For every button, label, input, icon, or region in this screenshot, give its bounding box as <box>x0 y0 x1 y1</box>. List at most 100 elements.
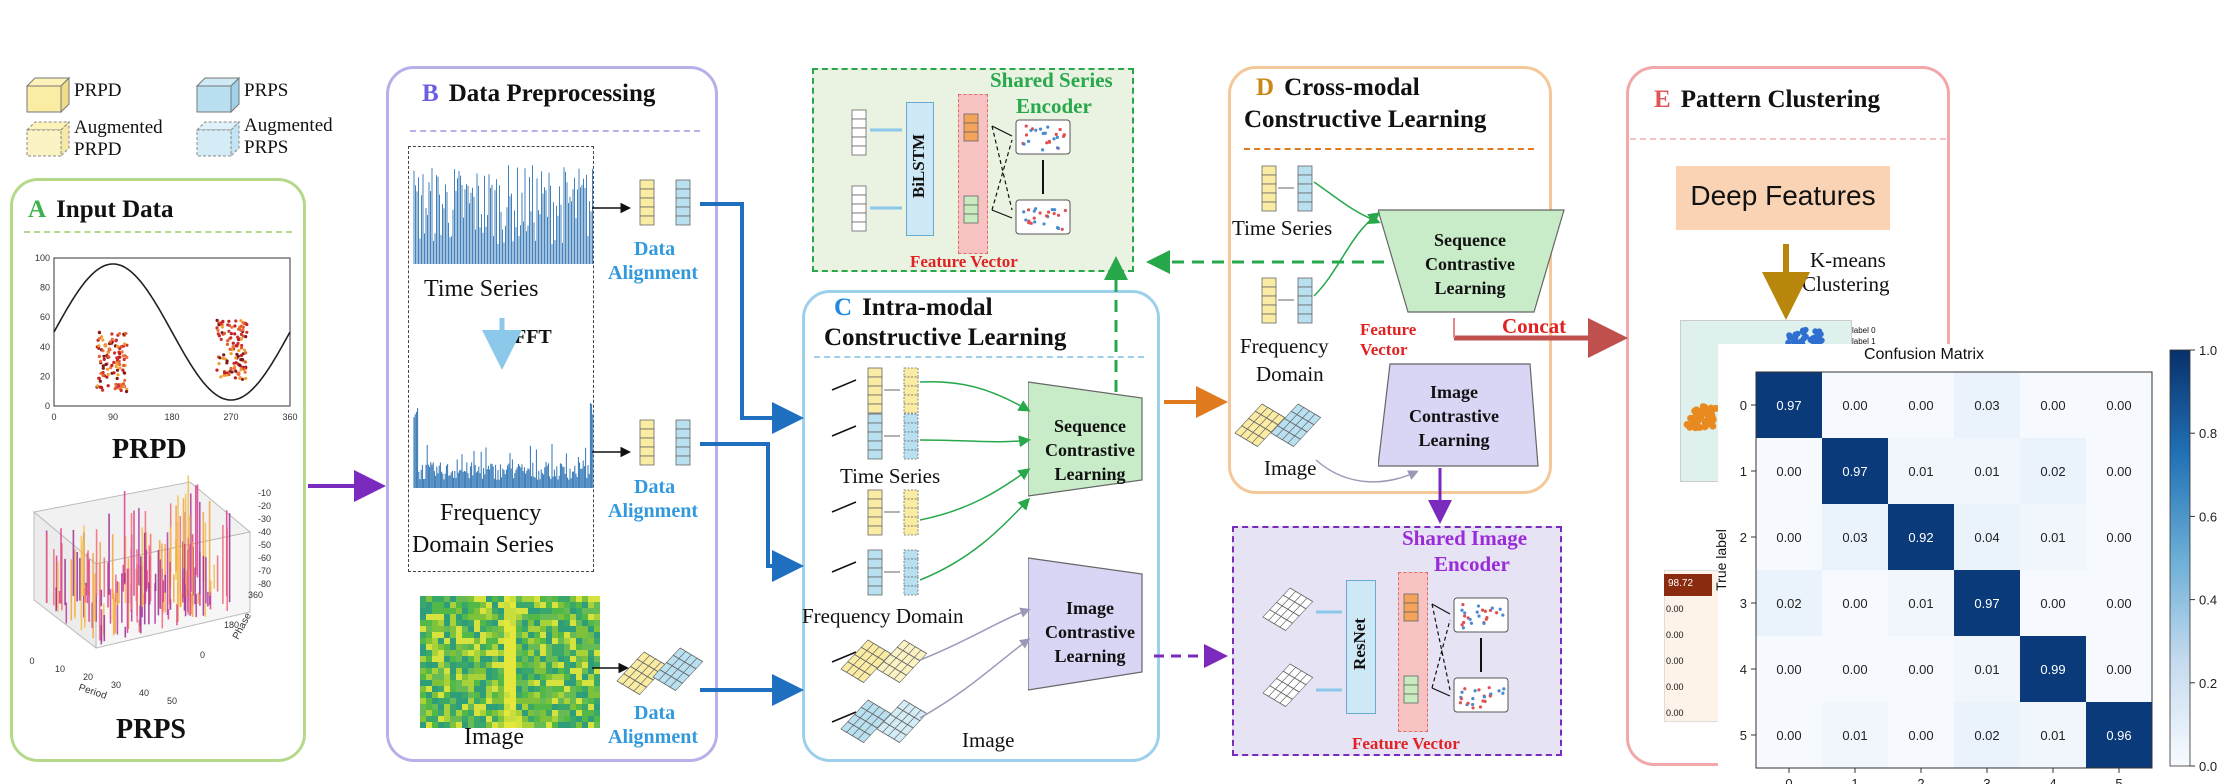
spectrogram-cell <box>468 638 474 644</box>
spectrogram-cell <box>420 722 426 728</box>
spectrogram-cell <box>546 644 552 650</box>
align-3-line1: Data <box>634 702 676 724</box>
spectrogram-cell <box>570 644 576 650</box>
spectrogram-cell <box>438 698 444 704</box>
prpd-dot <box>116 344 120 348</box>
prpd-dot <box>115 376 119 381</box>
spectrogram-cell <box>558 692 564 698</box>
prps-z-tick: -20 <box>258 501 271 511</box>
prpd-dot <box>243 348 247 352</box>
spectrogram-cell <box>576 596 582 602</box>
spectrogram-cell <box>438 668 444 674</box>
spectrogram-cell <box>432 626 438 632</box>
spectrogram-cell <box>450 620 456 626</box>
panel-c-img-box <box>1028 557 1143 691</box>
cm-x-tick: 2 <box>1917 776 1924 784</box>
cm-cell <box>1822 372 1888 438</box>
cluster-dot-blue <box>1793 339 1800 346</box>
spectrogram-cell <box>504 662 510 668</box>
spectrogram-cell <box>498 710 504 716</box>
spectrogram-cell <box>432 680 438 686</box>
spectrogram-cell <box>576 620 582 626</box>
spectrogram-cell <box>450 662 456 668</box>
spectrogram-cell <box>582 698 588 704</box>
spectrogram-cell <box>528 698 534 704</box>
spectrogram-cell <box>588 674 594 680</box>
spectrogram-cell <box>576 632 582 638</box>
spectrogram-cell <box>564 596 570 602</box>
prpd-x-tick: 360 <box>282 412 297 422</box>
bilstm-block <box>906 102 934 236</box>
spectrogram-cell <box>474 680 480 686</box>
spectrogram-cell <box>420 602 426 608</box>
panel-c-image: Image <box>962 728 1015 752</box>
prpd-dot <box>234 369 238 373</box>
panel-c-img-3: Learning <box>1054 646 1126 666</box>
spectrogram-cell <box>456 632 462 638</box>
spectrogram-cell <box>474 632 480 638</box>
prps-z-tick: -60 <box>258 553 271 563</box>
prpd-x-tick: 270 <box>223 412 238 422</box>
spectrogram-cell <box>516 632 522 638</box>
spectrogram-cell <box>432 638 438 644</box>
prpd-dot <box>239 324 243 328</box>
spectrogram-cell <box>480 632 486 638</box>
prpd-dot <box>106 351 110 355</box>
spectrogram-cell <box>468 596 474 602</box>
spectrogram-cell <box>534 722 540 728</box>
spectrogram-cell <box>426 614 432 620</box>
spectrogram-cell <box>516 686 522 692</box>
spectrogram-cell <box>540 668 546 674</box>
spectrogram-cell <box>504 614 510 620</box>
spectrogram-cell <box>486 632 492 638</box>
cm-cell <box>1888 570 1954 636</box>
spectrogram-cell <box>492 722 498 728</box>
prpd-dot <box>222 353 226 357</box>
spectrogram-cell <box>474 602 480 608</box>
colorbar-tick: 0.0 <box>2199 759 2217 774</box>
spectrogram-cell <box>420 662 426 668</box>
resnet-label: ResNet <box>1350 618 1369 670</box>
spectrogram-cell <box>564 614 570 620</box>
spectrogram-cell <box>570 722 576 728</box>
spectrogram-cell <box>474 638 480 644</box>
spectrogram-cell <box>432 650 438 656</box>
spectrogram-cell <box>540 710 546 716</box>
cm-cell <box>1756 636 1822 702</box>
spectrogram-cell <box>480 674 486 680</box>
cm-value: 0.99 <box>2040 662 2065 677</box>
spectrogram-cell <box>516 614 522 620</box>
spectrogram-cell <box>438 596 444 602</box>
spectrogram-cell <box>558 710 564 716</box>
cm-cell <box>2086 702 2152 768</box>
prpd-dot <box>101 373 105 377</box>
spectrogram-cell <box>528 692 534 698</box>
spectrogram-cell <box>432 656 438 662</box>
panel-intra-modal <box>802 290 1160 762</box>
prpd-dot <box>240 343 244 348</box>
spectrogram-cell <box>468 650 474 656</box>
spectrogram-cell <box>594 608 600 614</box>
prpd-dot <box>221 319 225 323</box>
cm-value: 0.00 <box>1776 530 1801 545</box>
spectrogram-cell <box>516 674 522 680</box>
legend-aug-prps-1: Augmented <box>244 115 333 136</box>
spectrogram-cell <box>438 602 444 608</box>
spectrogram-cell <box>468 602 474 608</box>
cluster-dot-orange <box>1705 415 1713 423</box>
prpd-dot <box>119 388 123 393</box>
spectrogram-cell <box>426 644 432 650</box>
spectrogram-cell <box>426 698 432 704</box>
prpd-dot <box>123 378 127 382</box>
prpd-dot <box>113 387 117 391</box>
spectrogram-cell <box>474 692 480 698</box>
spectrogram-cell <box>486 620 492 626</box>
spectrogram-cell <box>474 704 480 710</box>
cluster-dot-orange <box>1691 416 1699 424</box>
spectrogram-cell <box>468 632 474 638</box>
cm-value: 0.00 <box>2106 398 2131 413</box>
prps-phase-tick: 180 <box>224 620 239 630</box>
prpd-label: PRPD <box>112 434 187 465</box>
spectrogram-cell <box>492 674 498 680</box>
